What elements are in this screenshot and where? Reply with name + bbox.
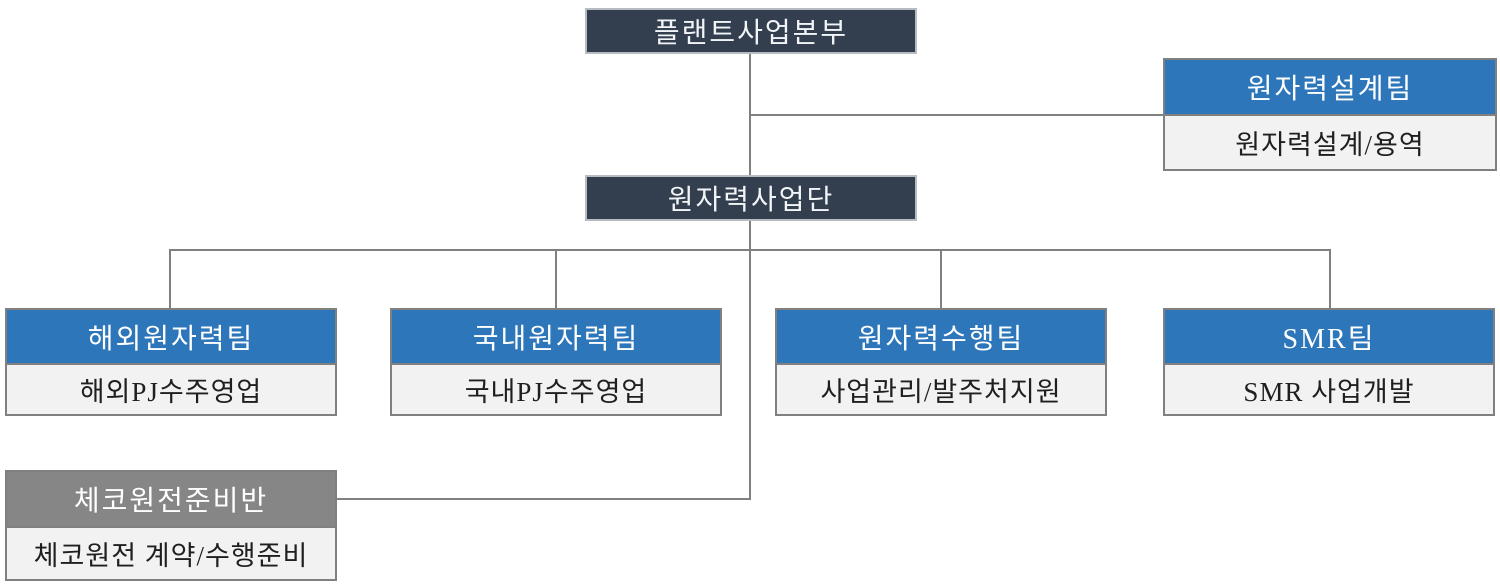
node-role: 국내PJ수주영업 bbox=[392, 363, 720, 414]
node-title: SMR팀 bbox=[1165, 310, 1493, 363]
node-role: 원자력설계/용역 bbox=[1165, 114, 1495, 169]
node-title: 체코원전준비반 bbox=[7, 472, 335, 526]
node-title: 해외원자력팀 bbox=[7, 310, 335, 363]
node-czech-nuclear-taskforce: 체코원전준비반 체코원전 계약/수행준비 bbox=[5, 470, 337, 581]
connector-line bbox=[169, 251, 171, 308]
connector-line bbox=[1329, 251, 1331, 308]
connector-line bbox=[337, 498, 750, 500]
node-domestic-nuclear-team: 국내원자력팀 국내PJ수주영업 bbox=[390, 308, 722, 416]
node-overseas-nuclear-team: 해외원자력팀 해외PJ수주영업 bbox=[5, 308, 337, 416]
node-role: SMR 사업개발 bbox=[1165, 363, 1493, 414]
node-role: 사업관리/발주처지원 bbox=[777, 363, 1105, 414]
node-title: 원자력설계팀 bbox=[1165, 60, 1495, 114]
connector-line bbox=[555, 251, 557, 308]
connector-line bbox=[749, 221, 751, 500]
node-nuclear-design-team: 원자력설계팀 원자력설계/용역 bbox=[1163, 58, 1497, 171]
node-nuclear-execution-team: 원자력수행팀 사업관리/발주처지원 bbox=[775, 308, 1107, 416]
connector-line bbox=[940, 251, 942, 308]
node-nuclear-business-group: 원자력사업단 bbox=[585, 175, 917, 221]
node-title: 국내원자력팀 bbox=[392, 310, 720, 363]
node-title: 원자력수행팀 bbox=[777, 310, 1105, 363]
node-role: 체코원전 계약/수행준비 bbox=[7, 526, 335, 579]
node-plant-business-division: 플랜트사업본부 bbox=[585, 8, 917, 54]
node-smr-team: SMR팀 SMR 사업개발 bbox=[1163, 308, 1495, 416]
connector-line bbox=[750, 114, 1163, 116]
connector-line bbox=[169, 249, 1331, 251]
node-role: 해외PJ수주영업 bbox=[7, 363, 335, 414]
